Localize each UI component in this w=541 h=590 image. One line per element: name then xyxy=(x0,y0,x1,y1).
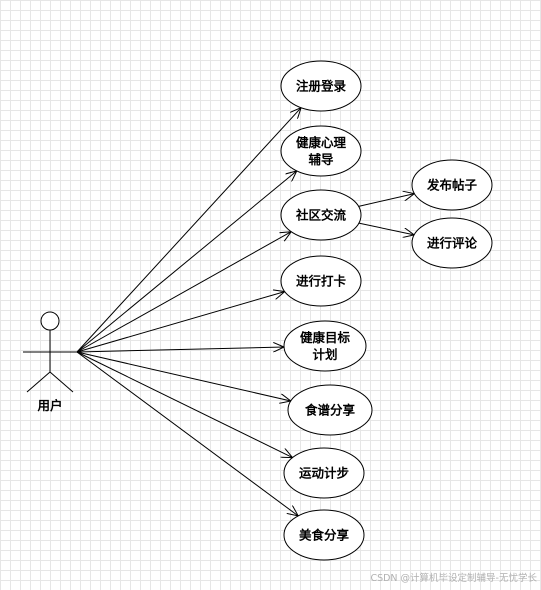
use-case-check-in[interactable]: 进行打卡 xyxy=(280,255,362,307)
use-case-ellipse xyxy=(283,447,365,499)
use-case-label: 食谱分享 xyxy=(304,403,356,418)
association-actor-to-community xyxy=(76,232,291,353)
use-case-food-share[interactable]: 美食分享 xyxy=(283,509,365,561)
association-actor-to-health-goal xyxy=(76,347,284,353)
use-case-recipe-share[interactable]: 食谱分享 xyxy=(287,384,373,436)
use-case-ellipse xyxy=(280,255,362,307)
use-case-label: 发布帖子 xyxy=(426,178,478,193)
association-actor-to-recipe-share xyxy=(76,351,291,401)
actor-head xyxy=(40,311,60,331)
use-case-label: 进行打卡 xyxy=(296,274,347,289)
association-actor-to-register-login xyxy=(76,108,301,353)
use-case-comment[interactable]: 进行评论 xyxy=(411,217,493,269)
use-case-label: 社区交流 xyxy=(295,208,347,223)
use-case-label: 运动计步 xyxy=(299,466,349,481)
use-case-ellipse xyxy=(280,125,362,177)
actor-right-leg xyxy=(49,371,74,393)
use-case-step-count[interactable]: 运动计步 xyxy=(283,447,365,499)
actor-left-leg xyxy=(26,371,51,393)
use-case-label: 美食分享 xyxy=(299,528,350,543)
use-case-ellipse xyxy=(280,189,362,241)
association-actor-to-check-in xyxy=(76,292,285,353)
association-actor-to-step-count xyxy=(76,351,293,458)
use-case-community[interactable]: 社区交流 xyxy=(280,189,362,241)
use-case-label: 进行评论 xyxy=(427,236,478,251)
actor-label: 用户 xyxy=(36,398,62,413)
use-case-ellipse xyxy=(283,509,365,561)
use-case-label: 辅导 xyxy=(308,152,334,167)
use-case-ellipse xyxy=(411,217,493,269)
use-case-label: 计划 xyxy=(312,347,337,362)
actor-user[interactable]: 用户 xyxy=(23,311,77,413)
use-case-register-login[interactable]: 注册登录 xyxy=(280,60,362,112)
use-case-ellipse xyxy=(411,159,493,211)
use-case-label: 健康目标 xyxy=(300,330,351,345)
association-lines xyxy=(76,108,415,516)
watermark: CSDN @计算机毕设定制辅导-无忧学长 xyxy=(370,573,537,584)
association-community-to-post xyxy=(358,194,415,207)
use-case-ellipse xyxy=(287,384,373,436)
use-case-label: 健康心理 xyxy=(296,135,347,150)
use-case-post[interactable]: 发布帖子 xyxy=(411,159,493,211)
association-community-to-comment xyxy=(358,222,414,235)
association-actor-to-food-share xyxy=(76,351,298,516)
use-case-label: 注册登录 xyxy=(296,79,347,94)
use-case-ellipse xyxy=(283,320,367,372)
association-actor-to-mental-health xyxy=(76,171,297,353)
use-case-ellipse xyxy=(280,60,362,112)
